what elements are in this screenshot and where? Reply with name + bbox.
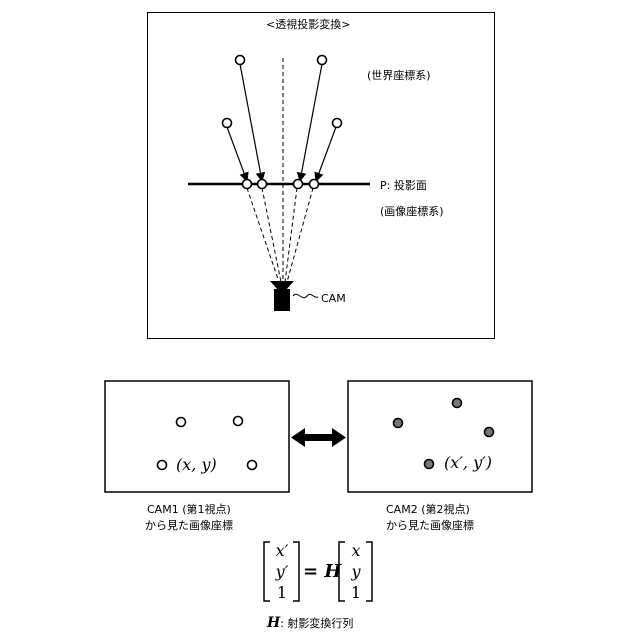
equation-operator: = H [303,563,341,581]
lhs-x: x′ [276,542,289,560]
homography-legend: H: 射影変換行列 [267,616,353,630]
legend-text: : 射影変換行列 [280,617,353,630]
rhs-vector: x y 1 [343,542,369,602]
legend-symbol: H [267,615,280,631]
rhs-1: 1 [351,584,361,602]
lhs-y: y′ [276,563,289,581]
lhs-vector: x′ y′ 1 [268,542,296,602]
lhs-1: 1 [277,584,287,602]
rhs-y: y [351,563,360,581]
rhs-x: x [351,542,360,560]
